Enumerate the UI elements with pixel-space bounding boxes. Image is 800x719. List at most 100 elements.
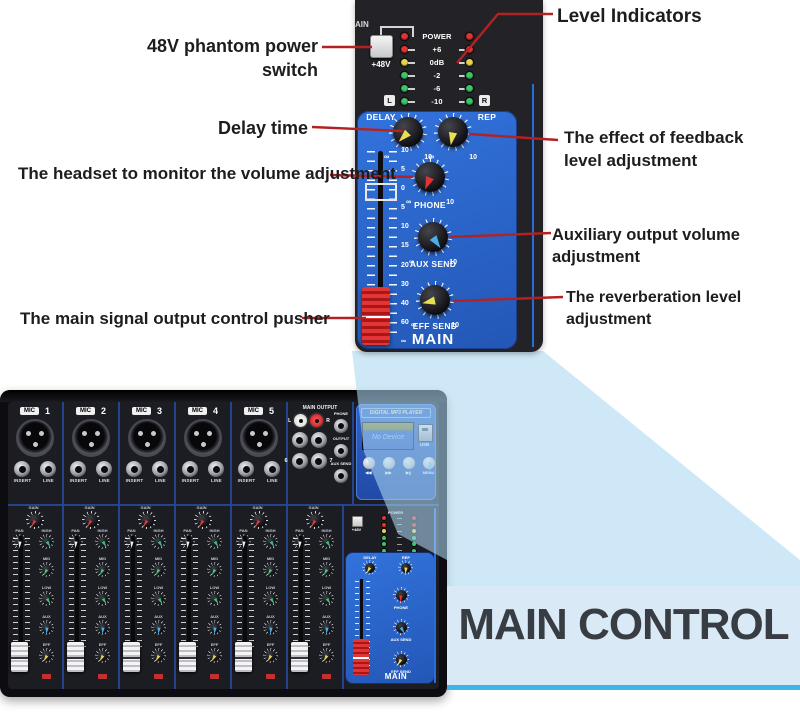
main-left-jack[interactable] — [291, 432, 308, 448]
high-knob[interactable]: HIGH — [151, 528, 166, 549]
phantom-power-button[interactable] — [370, 35, 393, 58]
mini-eff-send-knob[interactable] — [393, 651, 409, 667]
mid-knob[interactable]: MID — [263, 556, 278, 577]
delay-knob[interactable]: ∞ 10 — [384, 113, 432, 161]
channel-fader[interactable] — [11, 642, 28, 672]
channel-fader[interactable] — [123, 642, 140, 672]
rca-row: L R — [288, 414, 330, 427]
jack-6[interactable] — [291, 453, 308, 469]
mini-led-block: POWER — [376, 510, 422, 554]
mini-main-fader[interactable] — [353, 639, 369, 675]
aux-knob[interactable]: AUX — [207, 614, 222, 635]
phone-knob[interactable]: ∞ 10 — [406, 158, 454, 206]
level-indicator-block: POWER +6 0dB -2 -6 L — [384, 30, 490, 108]
gain-knob[interactable]: GAIN — [26, 505, 44, 529]
channel-fader[interactable] — [235, 642, 252, 672]
mp3-button[interactable] — [382, 457, 395, 469]
line-jack[interactable] — [208, 461, 225, 477]
channel-strip: GAIN PAN HIGH MID LOW AUX EFF — [120, 505, 176, 689]
mid-knob[interactable]: MID — [151, 556, 166, 577]
aux-knob[interactable]: AUX — [263, 614, 278, 635]
jack-7[interactable] — [310, 453, 327, 469]
low-knob[interactable]: LOW — [95, 585, 110, 606]
mp3-button[interactable] — [402, 457, 415, 469]
insert-jack[interactable] — [126, 461, 143, 477]
mid-knob[interactable]: MID — [39, 556, 54, 577]
insert-jack[interactable] — [14, 461, 31, 477]
led-row: -6 — [401, 82, 473, 95]
aux-knob[interactable]: AUX — [95, 614, 110, 635]
usb-port[interactable] — [418, 424, 433, 442]
label-feedback-level: The effect of feedback level adjustment — [564, 128, 744, 170]
low-knob[interactable]: LOW — [207, 585, 222, 606]
aux-send-jack[interactable] — [334, 469, 348, 483]
gain-knob[interactable]: GAIN — [82, 505, 100, 529]
gain-knob[interactable]: GAIN — [250, 505, 268, 529]
phone-jack[interactable] — [334, 419, 348, 433]
eff-knob[interactable]: EFF — [39, 642, 54, 663]
gain-knob[interactable]: GAIN — [194, 505, 212, 529]
aux-knob[interactable]: AUX — [319, 614, 334, 635]
mini-aux-send-knob[interactable] — [393, 619, 409, 635]
insert-jack[interactable] — [238, 461, 255, 477]
xlr-connector[interactable] — [128, 419, 166, 457]
mini-rep-knob[interactable] — [398, 560, 413, 575]
main-output-fader[interactable] — [362, 287, 390, 345]
eff-knob[interactable]: EFF — [95, 642, 110, 663]
line-jack[interactable] — [96, 461, 113, 477]
aux-send-knob[interactable]: ∞ 10 — [409, 218, 457, 266]
channel-fader[interactable] — [67, 642, 84, 672]
insert-jack[interactable] — [182, 461, 199, 477]
mp3-button-unit: ▶▶ — [380, 457, 397, 475]
eff-knob[interactable]: EFF — [207, 642, 222, 663]
mini-phone-knob[interactable] — [393, 587, 409, 603]
eff-knob[interactable]: EFF — [151, 642, 166, 663]
peak-led — [154, 674, 163, 679]
gain-knob[interactable]: GAIN — [306, 505, 324, 529]
blue-accent-line — [532, 84, 534, 347]
level-led — [401, 33, 408, 40]
low-knob[interactable]: LOW — [263, 585, 278, 606]
line-jack[interactable] — [152, 461, 169, 477]
xlr-connector[interactable] — [72, 419, 110, 457]
mid-knob[interactable]: MID — [95, 556, 110, 577]
low-knob[interactable]: LOW — [151, 585, 166, 606]
insert-jack-unit: INSERT — [238, 461, 256, 483]
eff-knob[interactable]: EFF — [263, 642, 278, 663]
line-jack[interactable] — [264, 461, 281, 477]
xlr-pin — [263, 431, 268, 436]
mp3-player-panel: DIGITAL MP3 PLAYER No Device USB ◀◀ ▶▶ ▶… — [356, 404, 436, 500]
gain-knob[interactable]: GAIN — [138, 505, 156, 529]
output-jack[interactable] — [334, 444, 348, 458]
xlr-connector[interactable] — [240, 419, 278, 457]
low-knob[interactable]: LOW — [319, 585, 334, 606]
xlr-connector[interactable] — [16, 419, 54, 457]
high-knob[interactable]: HIGH — [319, 528, 334, 549]
main-right-jack[interactable] — [310, 432, 327, 448]
high-knob[interactable]: HIGH — [207, 528, 222, 549]
mini-aux-send-label: AUX SEND — [390, 637, 412, 642]
mp3-button[interactable] — [362, 457, 375, 469]
eff-knob[interactable]: EFF — [319, 642, 334, 663]
xlr-connector[interactable] — [184, 419, 222, 457]
rca-left-jack[interactable] — [294, 414, 308, 427]
eff-send-knob[interactable]: ∞ 10 — [411, 281, 459, 329]
insert-jack[interactable] — [70, 461, 87, 477]
mini-led — [382, 542, 386, 547]
high-knob[interactable]: HIGH — [95, 528, 110, 549]
mini-delay-knob[interactable] — [362, 560, 377, 575]
banner-title: MAIN CONTROL — [458, 600, 789, 649]
rep-knob[interactable]: ∞ 10 — [429, 113, 477, 161]
mid-knob[interactable]: MID — [207, 556, 222, 577]
aux-knob[interactable]: AUX — [151, 614, 166, 635]
high-knob[interactable]: HIGH — [39, 528, 54, 549]
mini-phantom-button[interactable] — [352, 516, 363, 527]
mid-knob[interactable]: MID — [319, 556, 334, 577]
channel-fader[interactable] — [291, 642, 308, 672]
aux-knob[interactable]: AUX — [39, 614, 54, 635]
line-jack[interactable] — [40, 461, 57, 477]
low-knob[interactable]: LOW — [39, 585, 54, 606]
high-knob[interactable]: HIGH — [263, 528, 278, 549]
rca-right-jack[interactable] — [310, 414, 324, 427]
channel-fader[interactable] — [179, 642, 196, 672]
